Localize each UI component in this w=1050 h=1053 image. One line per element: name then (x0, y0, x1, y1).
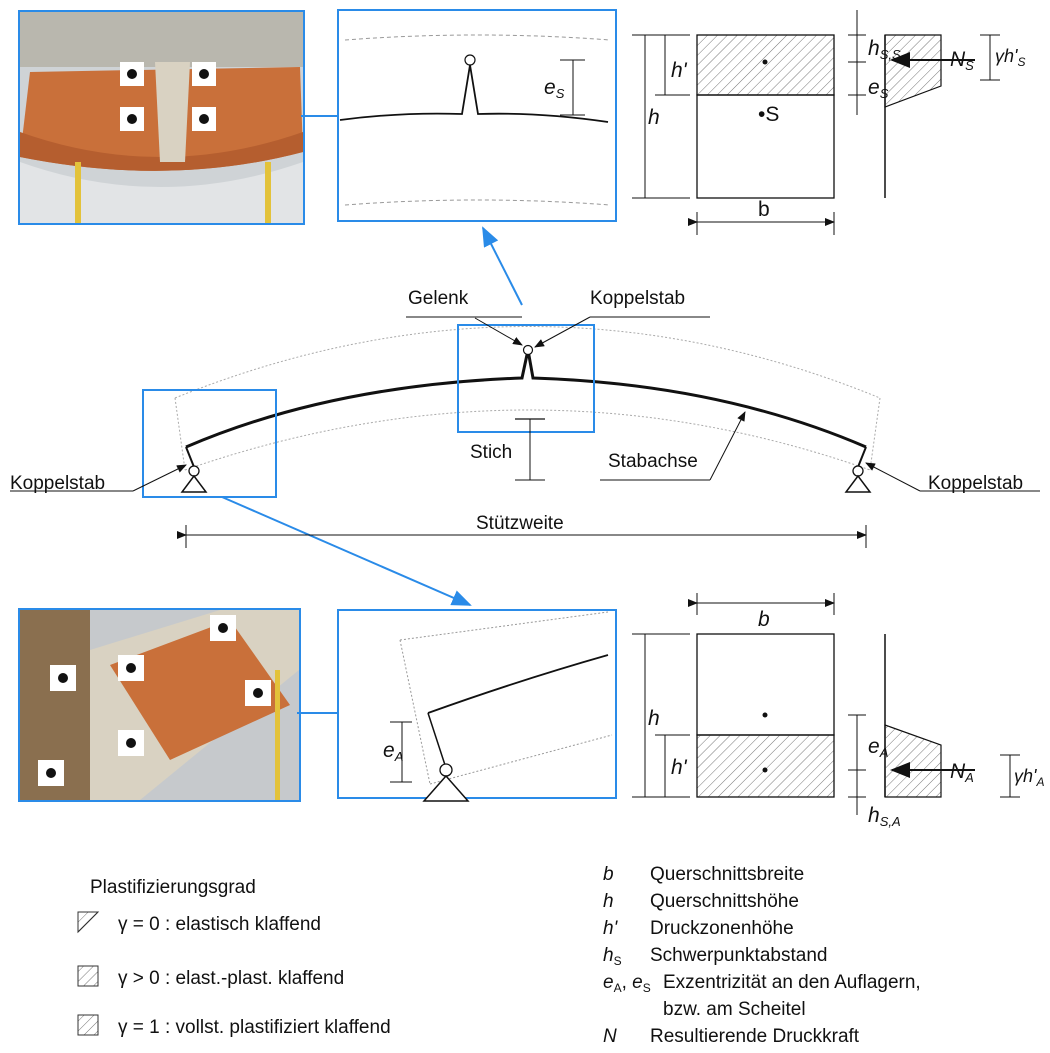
bottom-hs: hS,A (868, 804, 901, 829)
bottom-b: b (758, 608, 770, 631)
top-hs: hS,S (868, 37, 901, 62)
top-N: NS (950, 48, 974, 73)
legend-plastification: Plastifizierungsgrad γ = 0 : elastisch k… (90, 877, 391, 1038)
legend-item-2: γ = 1 : vollst. plastifiziert klaffend (118, 1017, 391, 1038)
top-h: h (648, 106, 660, 129)
bottom-ea: eA (868, 735, 888, 760)
photo-crown (18, 10, 305, 225)
arch-system (10, 226, 1040, 606)
detail-ea: eA (383, 739, 403, 764)
label-stuetzweite: Stützweite (476, 513, 564, 534)
sym-N: N (603, 1026, 617, 1047)
sym-b: b (603, 864, 614, 885)
desc-N: Resultierende Druckkraft (650, 1026, 860, 1047)
desc-scheitel: bzw. am Scheitel (663, 999, 806, 1020)
sym-hprime: h' (603, 918, 619, 939)
label-gelenk: Gelenk (408, 288, 469, 309)
top-S: •S (758, 103, 779, 126)
desc-h: Querschnittshöhe (650, 891, 799, 912)
sym-h: h (603, 891, 614, 912)
cross-section-support (632, 593, 1020, 815)
legend-item-0: γ = 0 : elastisch klaffend (118, 914, 321, 935)
bottom-gamma: γh'A (1014, 766, 1044, 789)
top-gamma: γh'S (995, 46, 1025, 69)
desc-hprime: Druckzonenhöhe (650, 918, 794, 939)
legend-icons (77, 911, 100, 1036)
detail-frame-support (337, 609, 617, 799)
sym-ea-es: eA, eS (603, 972, 651, 995)
label-koppelstab-right: Koppelstab (928, 473, 1023, 494)
legend-title: Plastifizierungsgrad (90, 877, 256, 898)
top-h-prime: h' (671, 59, 688, 82)
sym-hs: hS (603, 945, 622, 968)
bottom-N: NA (950, 760, 974, 785)
desc-ea-es: Exzentrizität an den Auflagern, (663, 972, 921, 993)
label-koppelstab-top: Koppelstab (590, 288, 685, 309)
desc-b: Querschnittsbreite (650, 864, 804, 885)
bottom-h-prime: h' (671, 756, 688, 779)
photo-support (18, 608, 301, 802)
top-es: eS (868, 76, 889, 101)
legend-symbols: b Querschnittsbreite h Querschnittshöhe … (603, 864, 921, 1047)
detail-es: eS (544, 76, 565, 101)
legend-item-1: γ > 0 : elast.-plast. klaffend (118, 968, 344, 989)
label-stabachse: Stabachse (608, 451, 698, 472)
label-koppelstab-left: Koppelstab (10, 473, 105, 494)
desc-hs: Schwerpunktabstand (650, 945, 827, 966)
cross-section-crown (632, 10, 1000, 235)
bottom-h: h (648, 707, 660, 730)
label-stich: Stich (470, 442, 512, 463)
top-b: b (758, 198, 770, 221)
